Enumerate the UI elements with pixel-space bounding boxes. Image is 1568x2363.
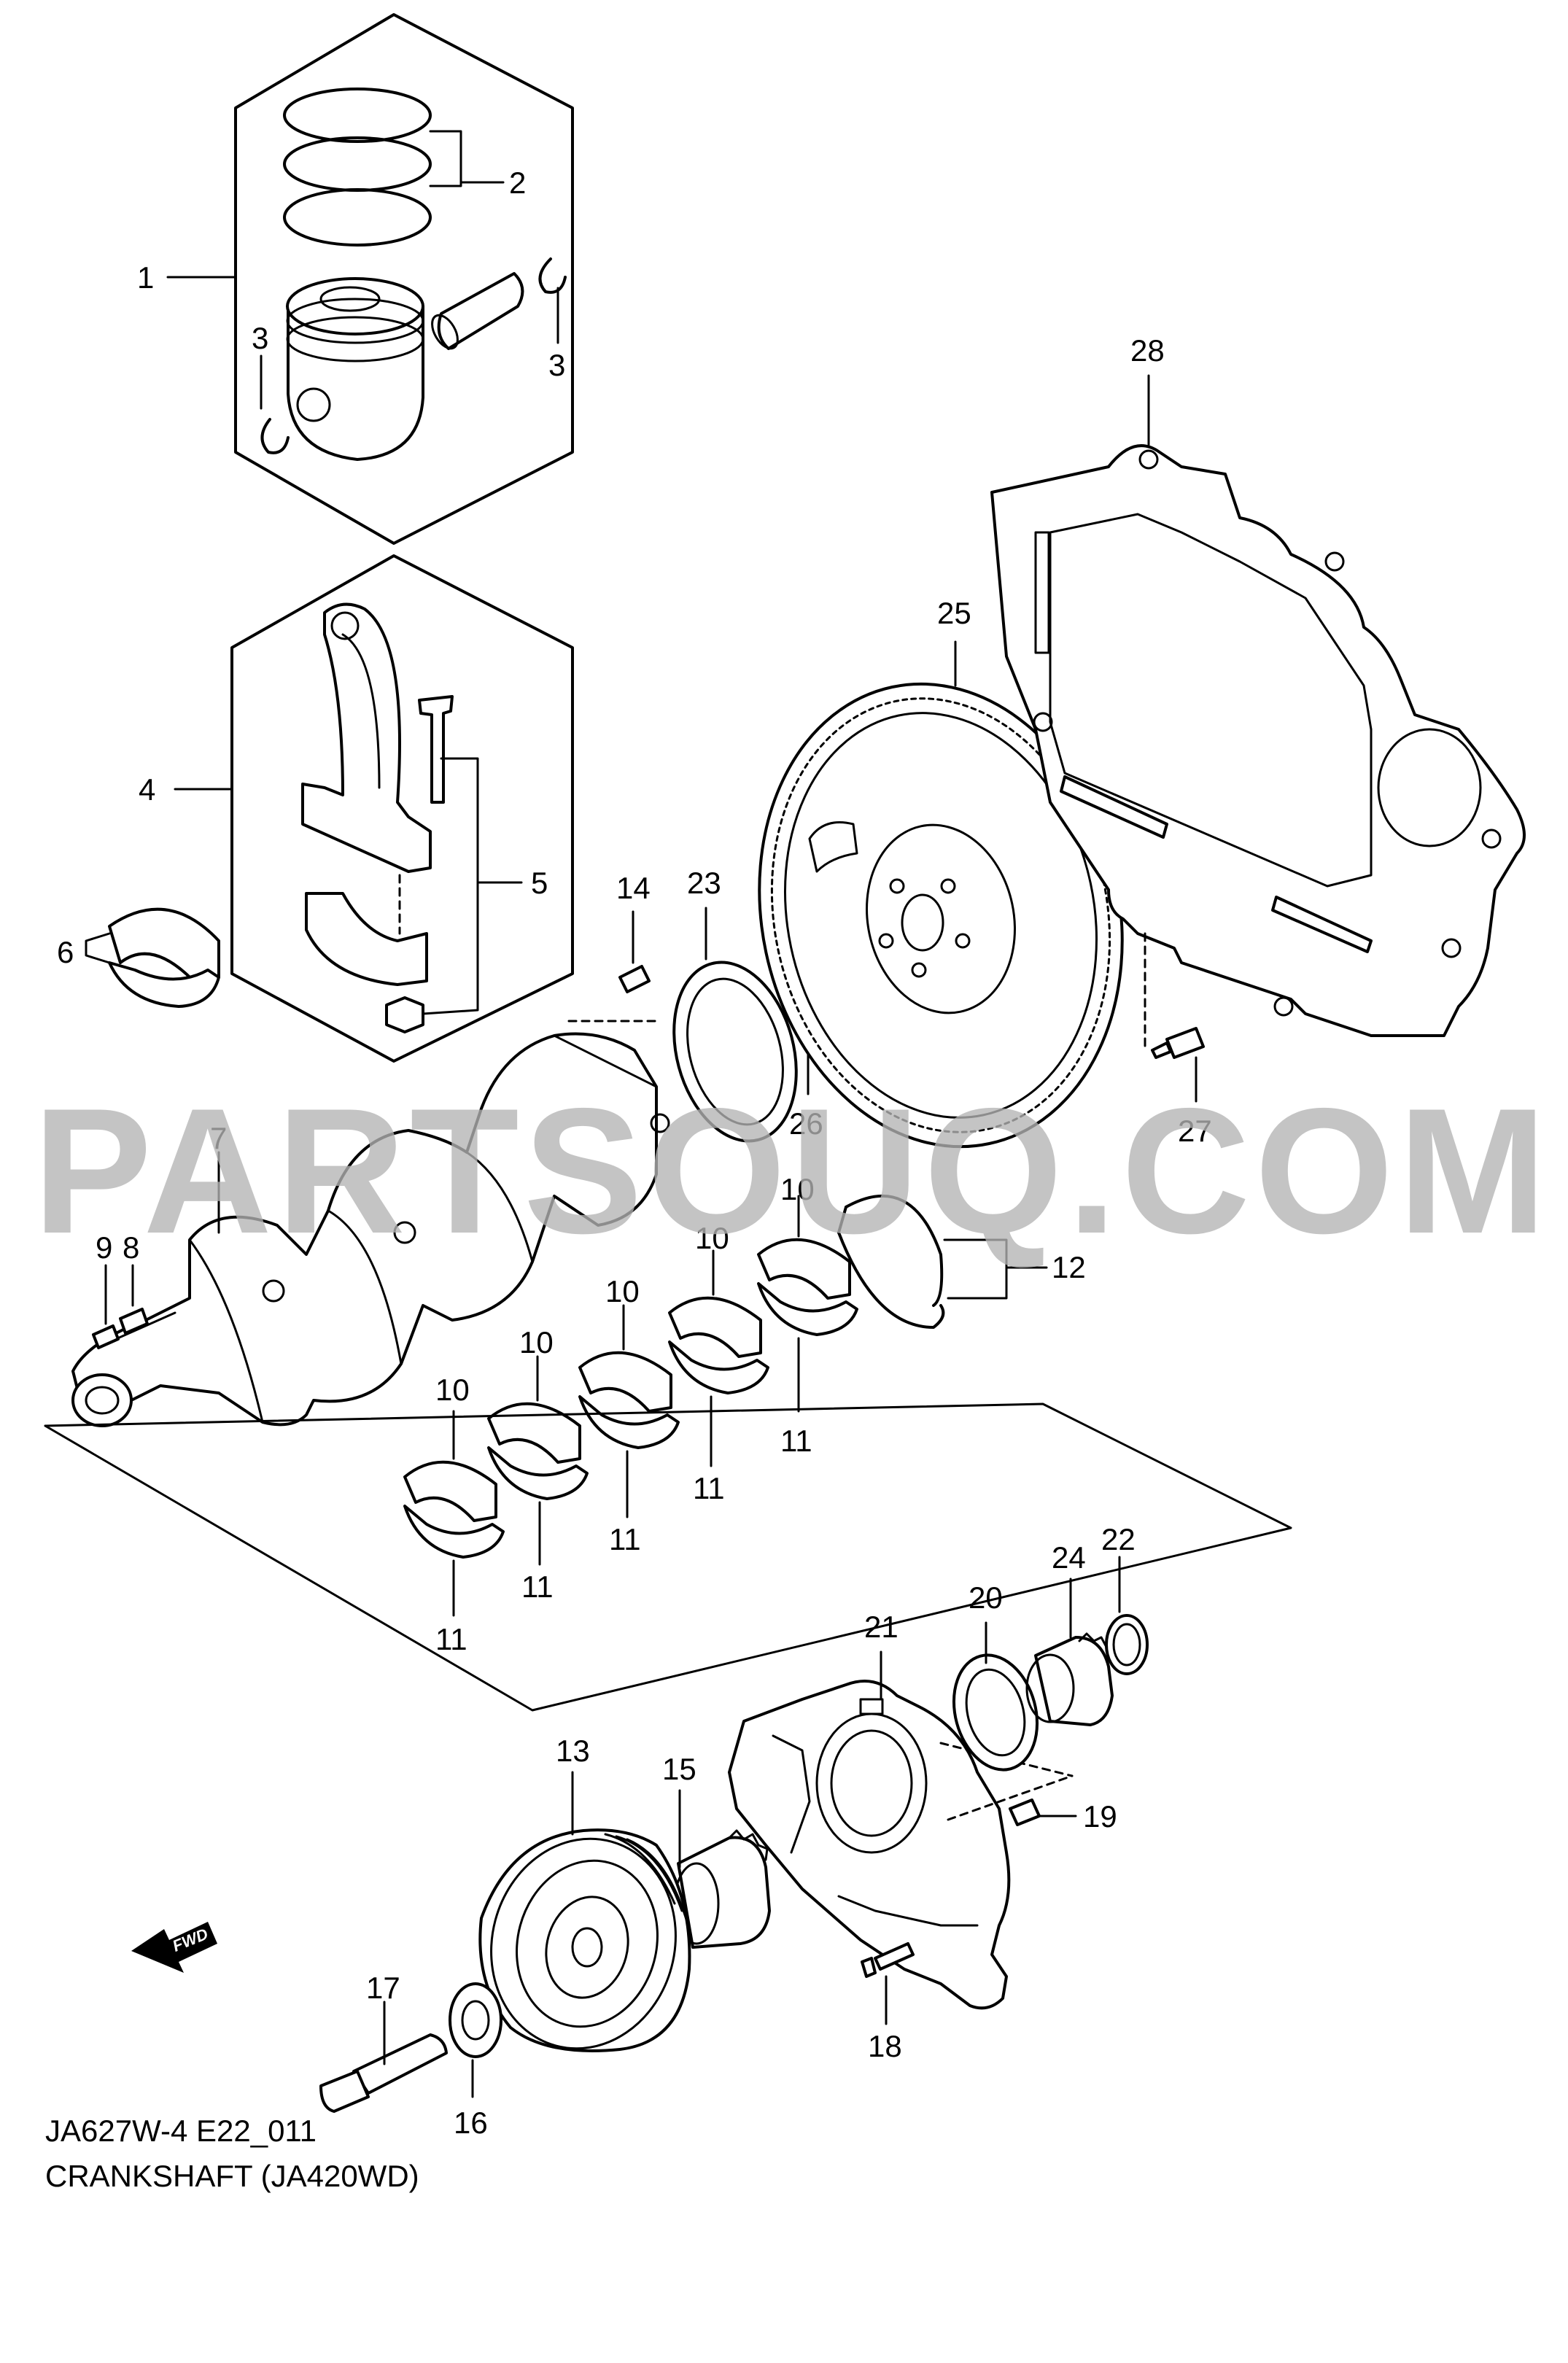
callout-label-17: 17 — [366, 1971, 400, 2005]
callout-label-16: 16 — [454, 2106, 488, 2140]
o-ring[interactable] — [1105, 1556, 1149, 1675]
callout-label-11a: 11 — [435, 1622, 467, 1656]
crankshaft[interactable] — [71, 1020, 670, 1427]
pulley-bolt[interactable] — [319, 2001, 448, 2113]
callout-17: 17 — [366, 1971, 400, 2005]
callout-9: 9 — [96, 1230, 112, 1325]
callout-15: 15 — [662, 1752, 696, 1786]
callout-label-10c: 10 — [605, 1274, 640, 1308]
callout-label-11c: 11 — [609, 1522, 641, 1556]
callout-label-4: 4 — [139, 772, 155, 807]
flywheel[interactable] — [718, 640, 1164, 1181]
diagram-title: CRANKSHAFT (JA420WD) — [45, 2159, 419, 2193]
callout-label-3a: 3 — [252, 321, 268, 355]
callout-label-10d: 10 — [695, 1221, 729, 1255]
callout-26: 26 — [789, 1106, 823, 1141]
callout-label-13: 13 — [556, 1734, 590, 1768]
callout-16: 16 — [454, 2106, 488, 2140]
callout-label-9: 9 — [96, 1230, 112, 1265]
callout-label-11b: 11 — [521, 1569, 554, 1604]
diagram-code: JA627W-4 E22_011 — [45, 2114, 317, 2148]
callout-label-8: 8 — [123, 1230, 139, 1265]
callout-label-12: 12 — [1052, 1250, 1086, 1284]
callout-12: 12 — [943, 1238, 1086, 1300]
flywheel-bolt[interactable] — [1144, 932, 1205, 1103]
conrod-bearing[interactable] — [108, 907, 220, 1008]
callout-label-28: 28 — [1130, 333, 1165, 368]
callout-3-left: 3 — [252, 321, 268, 410]
callout-label-18: 18 — [868, 2029, 902, 2063]
callout-label-10e: 10 — [780, 1172, 815, 1206]
callout-19: 19 — [1083, 1799, 1117, 1834]
callout-23: 23 — [687, 866, 721, 900]
callout-6: 6 — [57, 932, 111, 969]
crankshaft-key[interactable] — [119, 1308, 149, 1335]
callout-label-10a: 10 — [435, 1373, 470, 1407]
callout-5: 5 — [422, 757, 548, 1015]
callout-label-27: 27 — [1178, 1114, 1212, 1148]
callout-3-right: 3 — [548, 287, 565, 382]
connecting-rod-assembly[interactable] — [230, 554, 574, 1063]
callout-label-20: 20 — [969, 1580, 1003, 1615]
callout-label-25: 25 — [937, 596, 971, 630]
callout-label-10b: 10 — [519, 1325, 554, 1359]
crankshaft-pin[interactable] — [92, 1324, 120, 1349]
piston-assembly[interactable] — [234, 13, 574, 545]
callout-21: 21 — [864, 1610, 899, 1644]
callout-label-24: 24 — [1052, 1540, 1086, 1575]
callout-label-1: 1 — [137, 260, 154, 295]
callout-label-15: 15 — [662, 1752, 696, 1786]
end-plate[interactable] — [990, 374, 1526, 1037]
oil-pump-bolt[interactable] — [861, 1942, 915, 2025]
callout-13: 13 — [556, 1734, 590, 1768]
callout-22: 22 — [1101, 1522, 1136, 1556]
callout-1: 1 — [137, 260, 237, 295]
callout-label-7: 7 — [210, 1121, 227, 1155]
callout-28: 28 — [1130, 333, 1165, 368]
callout-25: 25 — [937, 596, 971, 630]
callout-label-26: 26 — [789, 1106, 823, 1141]
thrust-washers[interactable] — [837, 1195, 945, 1329]
main-bearings[interactable] — [403, 1238, 858, 1559]
callout-8: 8 — [123, 1230, 139, 1307]
callout-label-11d: 11 — [693, 1471, 725, 1505]
callout-label-21: 21 — [864, 1610, 899, 1644]
callout-20: 20 — [969, 1580, 1003, 1615]
pulley-washer[interactable] — [449, 1982, 502, 2098]
housing-bolt[interactable] — [1009, 1799, 1077, 1826]
callout-18: 18 — [868, 2029, 902, 2063]
bearing-group-frame — [44, 1402, 1292, 1712]
rear-oil-seal[interactable] — [655, 907, 815, 1155]
callout-14: 14 — [616, 871, 651, 905]
callout-7: 7 — [210, 1121, 227, 1234]
front-oil-seal[interactable] — [942, 1621, 1049, 1780]
callout-label-22: 22 — [1101, 1522, 1136, 1556]
callout-4: 4 — [139, 772, 233, 807]
callouts-11: 11 11 11 11 11 11 — [435, 1337, 812, 1656]
crank-pulley[interactable] — [468, 1771, 699, 2069]
callout-label-23: 23 — [687, 866, 721, 900]
callouts-10: 10 10 10 10 10 10 — [435, 1172, 815, 1460]
callout-label-2: 2 — [509, 166, 526, 200]
callout-24: 24 — [1052, 1540, 1086, 1575]
callout-label-5: 5 — [531, 866, 548, 900]
callout-2: 2 — [429, 130, 526, 200]
forward-direction-arrow: FWD — [131, 1922, 217, 1973]
callout-label-3b: 3 — [548, 348, 565, 382]
callout-27: 27 — [1178, 1114, 1212, 1148]
watermark: PARTSOUQ.COM — [33, 1071, 1551, 1270]
callout-label-6: 6 — [57, 935, 74, 969]
crank-sprocket[interactable] — [1025, 1578, 1116, 1726]
callout-label-11e: 11 — [780, 1424, 812, 1458]
callout-label-19: 19 — [1083, 1799, 1117, 1834]
callout-label-14: 14 — [616, 871, 651, 905]
dowel-pin[interactable] — [618, 910, 651, 993]
